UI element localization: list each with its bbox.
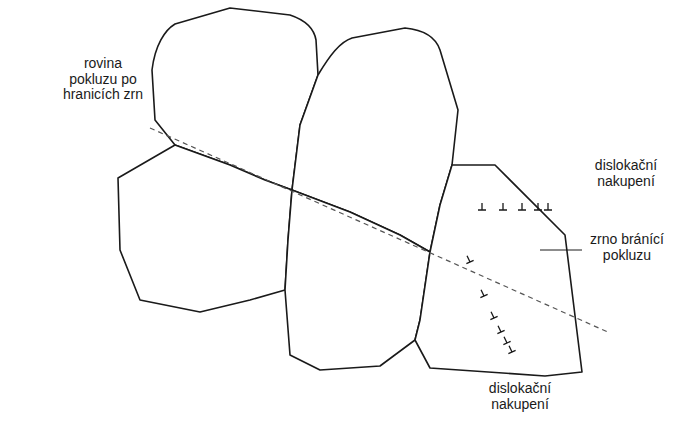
slip-plane — [150, 128, 610, 333]
grain-label: zrno bránící pokluzu — [586, 232, 668, 263]
grain — [285, 190, 430, 370]
dislocation-symbol — [505, 344, 515, 354]
obstacle-grain — [415, 165, 582, 376]
pileup-label: dislokační nakupení — [585, 158, 667, 189]
dislocation-symbol — [478, 203, 486, 210]
dislocation-symbol — [518, 203, 526, 210]
dislocation-symbol — [534, 203, 542, 210]
dislocation-symbol — [463, 254, 473, 264]
dislocation-symbol — [494, 324, 504, 334]
dislocation-symbol — [544, 203, 552, 210]
slip-plane-label: rovina pokluzu po hranicích zrn — [60, 56, 146, 103]
dislocation-symbol — [499, 203, 507, 210]
grain — [118, 145, 292, 312]
dislocation-symbol — [487, 310, 497, 320]
leader-line — [540, 250, 582, 251]
dislocation-symbol — [477, 288, 487, 298]
dislocation-pileup — [463, 203, 552, 354]
pileup-label: dislokační nakupení — [470, 381, 570, 412]
dislocation-symbol — [500, 335, 510, 345]
